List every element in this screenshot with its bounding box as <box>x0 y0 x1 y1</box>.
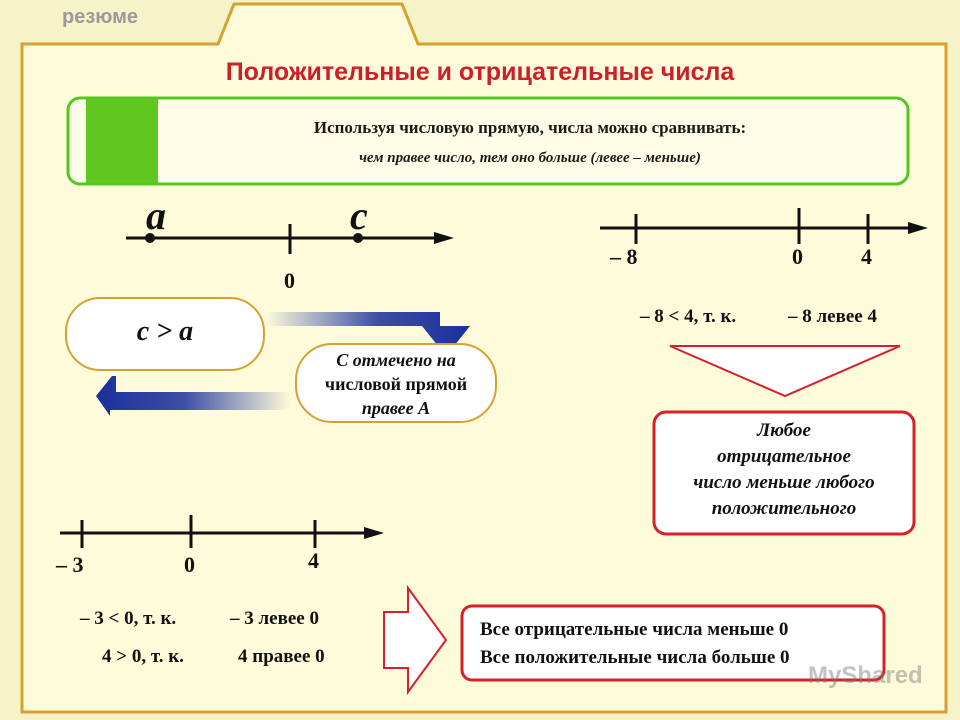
right-arrow <box>383 584 448 696</box>
rule-negative-line-1: Любое <box>757 420 811 441</box>
intro-line-1: Используя числовую прямую, числа можно с… <box>313 118 747 137</box>
tick-zero-8: 0 <box>792 244 803 269</box>
label-c: c <box>350 193 368 238</box>
intro-green-bar <box>86 99 158 183</box>
reason-line-3: правее A <box>361 398 431 418</box>
label-zero-ac: 0 <box>284 268 295 293</box>
tick-four-3: 4 <box>308 548 319 573</box>
reason-bubble <box>295 343 497 423</box>
comparison-4-0: 4 > 0, т. к. <box>102 646 184 667</box>
reason-text: C отмечено на числовой прямой правее A <box>300 348 492 420</box>
arrow-left-up <box>96 376 290 416</box>
intro-line-2: чем правее число, тем оно больше (левее … <box>359 150 701 166</box>
arrow-right-down <box>266 312 470 346</box>
result-bubble <box>65 297 265 371</box>
label-a: a <box>146 193 166 238</box>
page-title: Положительные и отрицательные числа <box>225 58 735 86</box>
number-line-8-4 <box>600 208 928 244</box>
rule-zero-line-1: Все отрицательные числа меньше 0 <box>480 619 789 640</box>
reason-line-2: числовой прямой <box>324 374 468 394</box>
explanation-3-0: – 3 левее 0 <box>230 608 319 629</box>
point-a <box>145 233 155 243</box>
rule-box-negative <box>652 410 916 536</box>
explanation-8-4: – 8 левее 4 <box>788 306 877 327</box>
tick-four-8: 4 <box>861 244 872 269</box>
result-text: c > a <box>136 316 194 347</box>
tick-zero-3: 0 <box>184 552 195 577</box>
rule-box-zero <box>460 604 886 682</box>
number-line-ac <box>126 224 454 254</box>
number-line-3-4 <box>60 515 384 548</box>
intro-box <box>66 96 910 186</box>
rule-negative-line-3: число меньше любого <box>693 472 875 493</box>
rule-negative-text: Любое отрицательное число меньше любого … <box>656 418 912 522</box>
rule-negative-line-4: положительного <box>711 498 857 519</box>
down-arrow <box>669 345 901 398</box>
comparison-8-4: – 8 < 4, т. к. <box>640 306 737 327</box>
watermark: MyShared <box>808 662 923 689</box>
comparison-3-0: – 3 < 0, т. к. <box>80 608 177 629</box>
tick-minus-3: – 3 <box>56 552 84 577</box>
tab-label: резюме <box>62 6 139 28</box>
tick-minus-8: – 8 <box>610 244 638 269</box>
explanation-4-0: 4 правее 0 <box>238 646 325 667</box>
rule-negative-line-2: отрицательное <box>717 446 851 467</box>
rule-zero-text: Все отрицательные числа меньше 0 Все пол… <box>480 616 790 672</box>
reason-line-1: C отмечено на <box>336 350 456 370</box>
rule-zero-line-2: Все положительные числа больше 0 <box>480 647 790 668</box>
point-c <box>353 233 363 243</box>
